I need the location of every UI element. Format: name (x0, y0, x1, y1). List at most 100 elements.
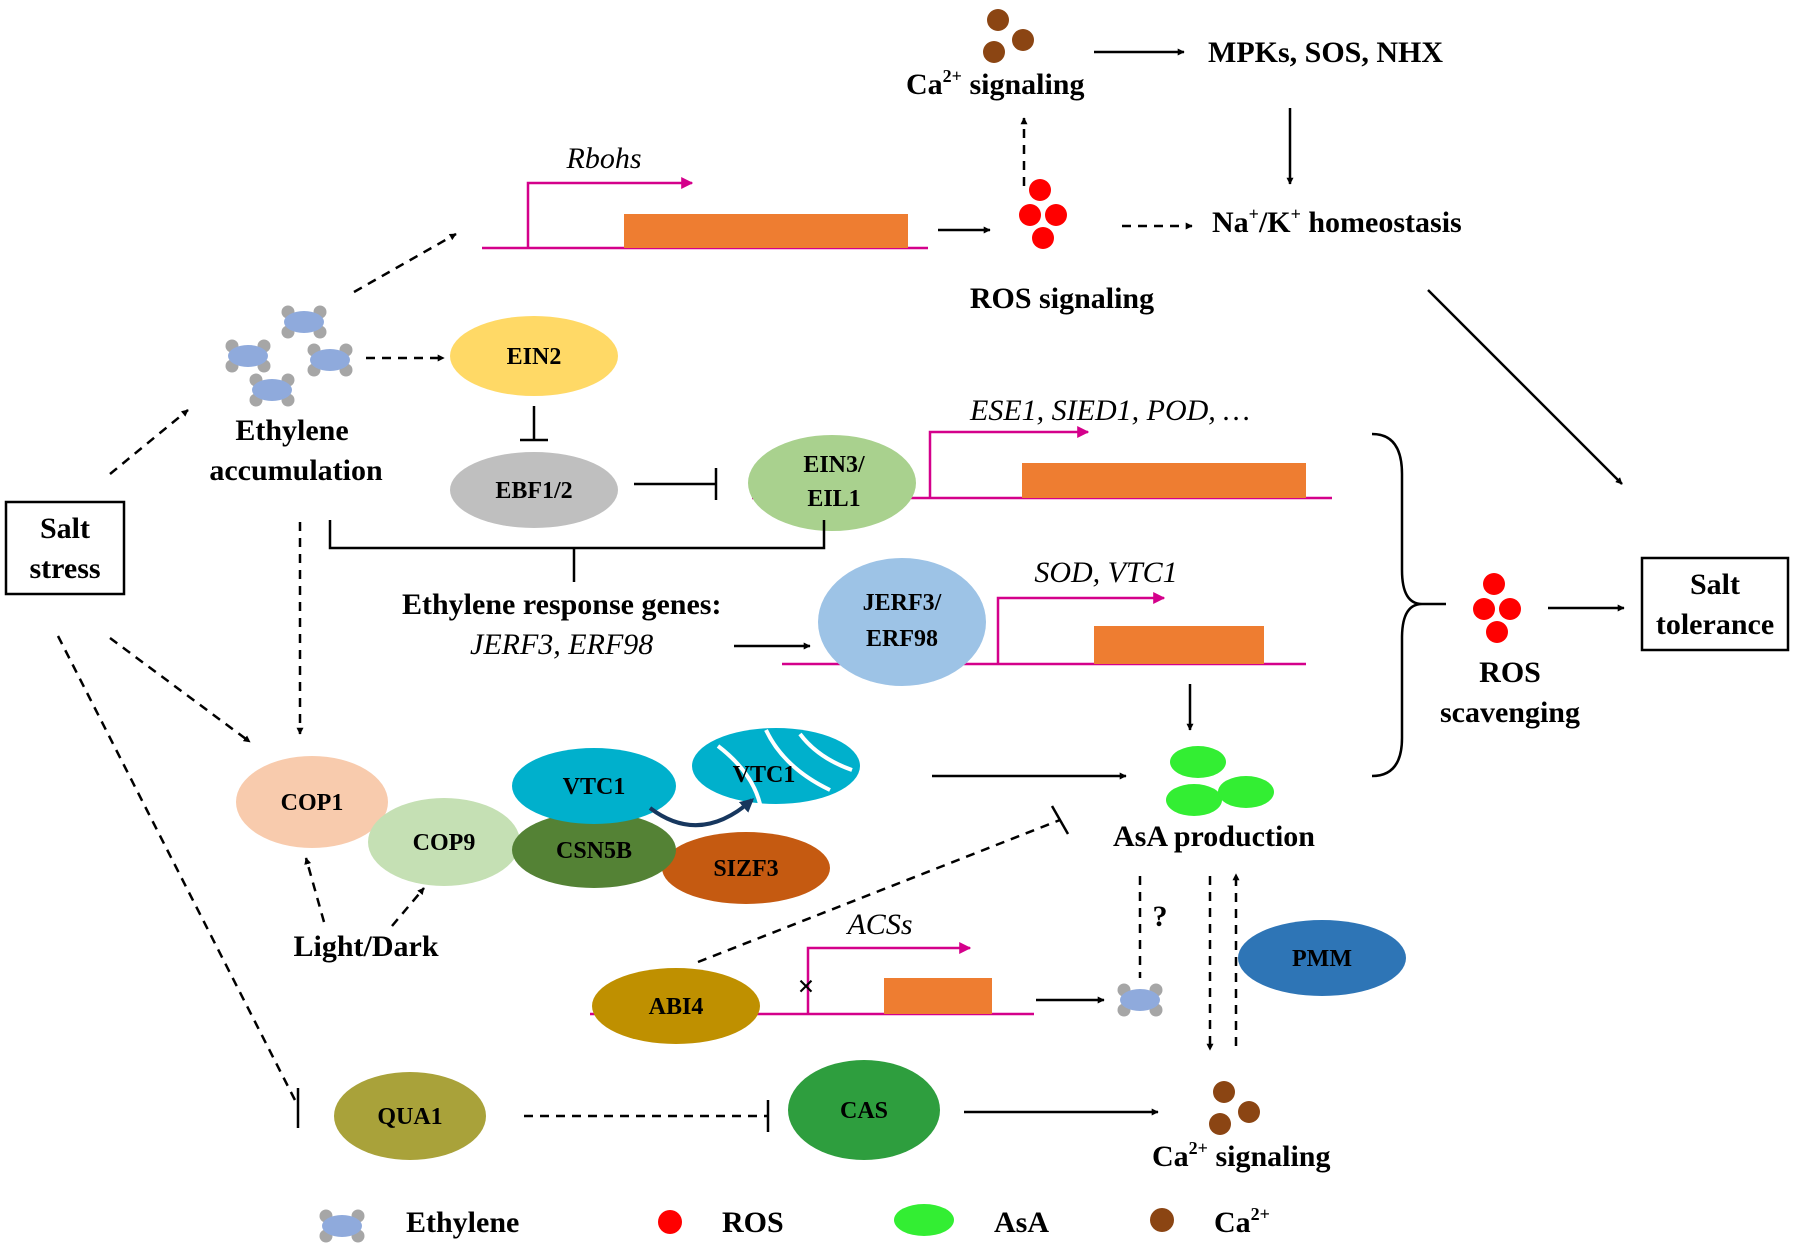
calcium-top-cluster-icon (983, 9, 1034, 63)
ein3-label-line1: EIN3/ (803, 452, 865, 478)
sizf3-node: SIZF3 (662, 832, 830, 904)
cop1-node: COP1 (236, 756, 388, 848)
ros-scavenging-label-line2: scavenging (1440, 696, 1580, 729)
ese-promoter-arrow (928, 426, 1090, 498)
abi4-node: ABI4 (592, 968, 760, 1044)
legend-ethylene-icon (319, 1209, 365, 1243)
ethylene-cluster (225, 305, 353, 407)
edge-light-to-cop1 (304, 857, 326, 923)
ese-gene: ESE1, SIED1, POD, … (752, 394, 1332, 500)
asa-molecule-icon (1166, 784, 1222, 816)
edge-salt-to-ethylene (109, 409, 189, 475)
legend-asa-label: AsA (994, 1206, 1049, 1239)
legend-item-ros: ROS (658, 1206, 784, 1239)
block-mark: × (797, 970, 814, 1003)
salt-stress-node: Salt stress (4, 500, 126, 596)
ethylene-molecule-icon (249, 373, 295, 407)
sod-vtc-label: SOD, VTC1 (1034, 556, 1177, 589)
cas-node: CAS (788, 1060, 940, 1160)
ethylene-molecule-icon (281, 305, 327, 339)
qua1-node: QUA1 (334, 1072, 486, 1160)
acss-gene: ACSs × (590, 908, 1034, 1016)
ese-gene-box (1022, 463, 1306, 498)
jerf3-node: JERF3/ ERF98 (818, 558, 986, 686)
edge-abi4-inhibits-asa (697, 818, 1061, 964)
qua1-label: QUA1 (377, 1104, 442, 1130)
legend-ethylene-label: Ethylene (406, 1206, 519, 1239)
legend-item-ethylene: Ethylene (319, 1206, 519, 1243)
rbohs-gene-box (624, 214, 908, 248)
edge-salt-to-cop1 (109, 636, 251, 744)
sod-promoter-arrow (996, 592, 1166, 664)
ethylene-product-icon (1117, 983, 1163, 1017)
edge-light-to-cop9 (391, 887, 425, 927)
ein2-node: EIN2 (450, 316, 618, 396)
legend-asa-icon (894, 1204, 954, 1236)
ethylene-molecule-icon (307, 343, 353, 377)
edge-ethylene-to-rbohs (353, 232, 457, 294)
csn5b-node: CSN5B (512, 812, 676, 888)
vtc1-node: VTC1 (512, 748, 676, 824)
mpks-sos-nhx-label: MPKs, SOS, NHX (1208, 36, 1443, 69)
jerf-genes-label: JERF3, ERF98 (470, 628, 653, 661)
ein3-label-line2: EIL1 (807, 486, 860, 512)
cop1-label: COP1 (281, 790, 344, 816)
jerf3-label-line2: ERF98 (866, 626, 938, 652)
ein3-node: EIN3/ EIL1 (748, 435, 916, 531)
legend-ros-label: ROS (722, 1206, 784, 1239)
calcium-signaling-bottom-label: Ca2+ signaling (1152, 1138, 1331, 1173)
rbohs-gene: Rbohs (482, 142, 928, 250)
cas-label: CAS (840, 1098, 888, 1124)
cop9-label: COP9 (413, 830, 476, 856)
edge-salt-inhibits-qua1 (56, 635, 300, 1107)
light-dark-label: Light/Dark (293, 930, 438, 963)
legend-item-calcium: Ca2+ (1150, 1204, 1270, 1239)
jerf3-label-line1: JERF3/ (863, 590, 942, 616)
ethylene-response-genes-label: Ethylene response genes: (402, 588, 721, 621)
legend-item-asa: AsA (894, 1204, 1049, 1239)
acss-label: ACSs (845, 908, 912, 941)
legend-calcium-label: Ca2+ (1214, 1204, 1270, 1239)
na-k-homeostasis-label: Na+/K+ homeostasis (1212, 204, 1462, 239)
legend-ros-icon (658, 1210, 682, 1234)
ethylene-molecule-icon (225, 339, 271, 373)
cop9-node: COP9 (368, 798, 520, 886)
salt-stress-label-line1: Salt (40, 512, 90, 545)
salt-stress-label-line2: stress (29, 552, 100, 585)
legend: Ethylene ROS AsA Ca2+ (319, 1204, 1270, 1243)
asa-production-label: AsA production (1113, 820, 1315, 853)
pmm-node: PMM (1238, 920, 1406, 996)
legend-calcium-icon (1150, 1208, 1174, 1232)
edge-abi4-inhibits-asa-bar (1050, 805, 1070, 835)
asa-cluster (1166, 746, 1274, 816)
salt-tolerance-label-line1: Salt (1690, 568, 1740, 601)
ros-signaling-label: ROS signaling (970, 282, 1154, 315)
rbohs-promoter-arrow (526, 177, 694, 248)
ethylene-response-bracket (328, 520, 826, 550)
calcium-bottom-cluster-icon (1209, 1081, 1260, 1135)
salt-tolerance-label-line2: tolerance (1656, 608, 1774, 641)
vtc1-degraded-label: VTC1 (733, 762, 796, 788)
sod-gene-box (1094, 626, 1264, 664)
edge-nak-to-tolerance (1427, 289, 1623, 485)
ros-scavenging-brace (1371, 432, 1423, 778)
ros-scavenging-cluster-icon (1473, 573, 1521, 643)
connectors (56, 48, 1625, 1132)
asa-molecule-icon (1218, 776, 1274, 808)
asa-molecule-icon (1170, 746, 1226, 778)
salt-tolerance-node: Salt tolerance (1640, 556, 1790, 652)
acss-promoter-arrow (806, 942, 972, 1014)
ebf-node: EBF1/2 (450, 452, 618, 528)
ethylene-accumulation-label-line1: Ethylene (235, 414, 348, 447)
acss-gene-box (884, 978, 992, 1014)
vtc1-degradation-arrow (648, 798, 755, 828)
vtc1-label: VTC1 (563, 774, 626, 800)
csn5b-label: CSN5B (556, 838, 632, 864)
ros-scavenging-label-line1: ROS (1479, 656, 1541, 689)
ebf-label: EBF1/2 (495, 478, 572, 504)
ethylene-accumulation-label-line2: accumulation (209, 454, 383, 487)
ein2-label: EIN2 (507, 344, 562, 370)
abi4-label: ABI4 (649, 994, 704, 1020)
pmm-label: PMM (1292, 946, 1352, 972)
